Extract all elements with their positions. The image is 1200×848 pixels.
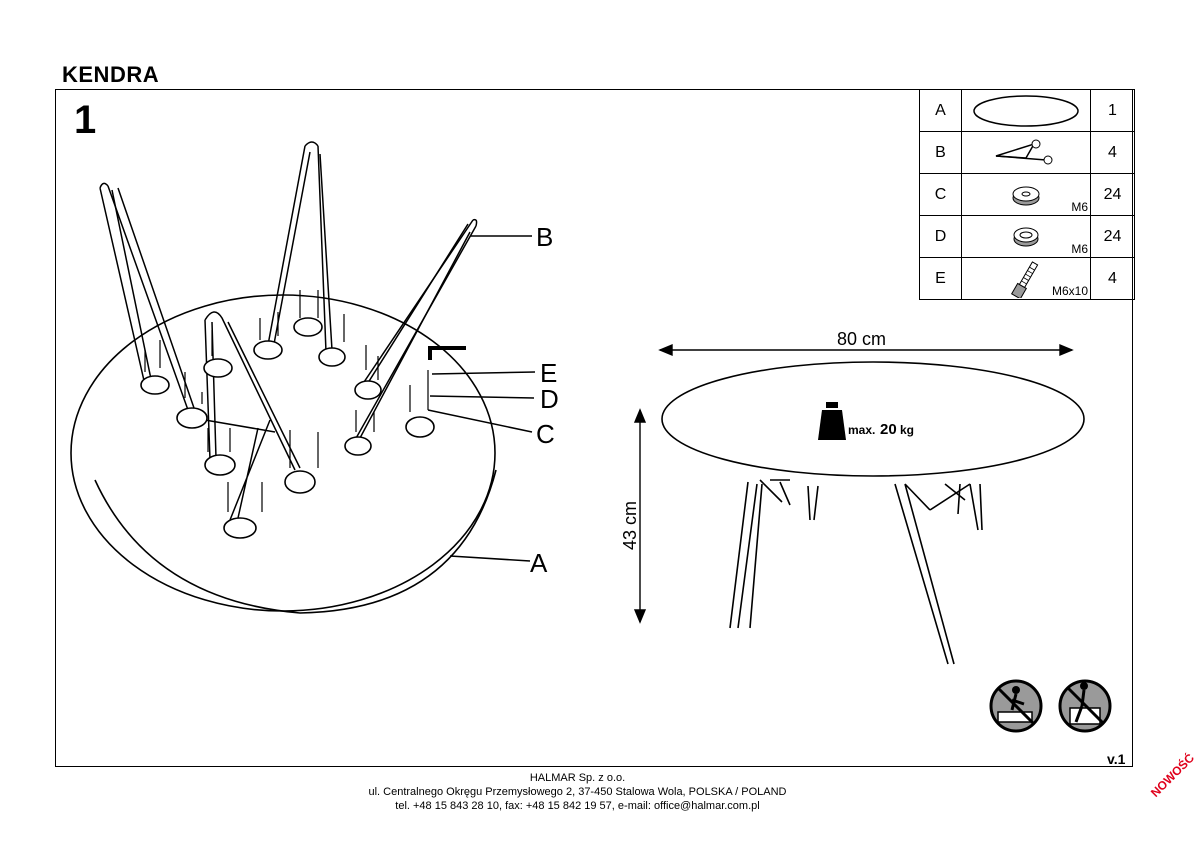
part-picture: M6x10: [961, 257, 1091, 300]
flat-washer-icon: [1012, 186, 1040, 205]
callout-d: D: [540, 384, 559, 414]
dimension-height-label: 43 cm: [620, 501, 640, 550]
parts-table: A 1 B 4 C M6 24 D: [919, 89, 1135, 300]
step-number: 1: [74, 98, 97, 142]
parts-row: C M6 24: [919, 173, 1135, 216]
weight-icon: [818, 402, 846, 440]
callout-a: A: [530, 548, 548, 578]
screw-stacks: [144, 290, 429, 512]
spring-washer-icon: [1013, 227, 1039, 246]
footer-address: ul. Centralnego Okręgu Przemysłowego 2, …: [368, 786, 787, 798]
callout-c: C: [536, 419, 555, 449]
max-load-value: 20: [880, 421, 897, 438]
product-title: KENDRA: [62, 62, 160, 87]
footer: HALMAR Sp. z o.o. ul. Centralnego Okręgu…: [0, 771, 1155, 813]
parts-row: A 1: [919, 89, 1135, 132]
part-label: B: [919, 131, 962, 174]
part-qty: 1: [1090, 89, 1135, 132]
parts-row: E M6x10 4: [919, 257, 1135, 300]
part-label: E: [919, 257, 962, 300]
max-load-unit: kg: [900, 423, 914, 437]
no-sitting-on-table-icon: [1058, 679, 1112, 733]
dimension-height: [633, 408, 647, 624]
part-qty: 4: [1090, 131, 1135, 174]
footer-contact: tel. +48 15 843 28 10, fax: +48 15 842 1…: [395, 800, 760, 812]
tabletop-icon: [973, 94, 1079, 127]
allen-key-illustration: [428, 346, 466, 360]
instruction-frame: [55, 89, 1133, 767]
footer-company: HALMAR Sp. z o.o.: [529, 772, 626, 784]
version-label: v.1: [1107, 751, 1126, 767]
leg-foot-plates: [140, 317, 435, 539]
leg-illustrations: [99, 141, 478, 521]
part-picture: [961, 131, 1091, 174]
part-size: M6: [1071, 200, 1088, 214]
callout-e: E: [540, 358, 557, 388]
leg-bracket-icon: [995, 139, 1053, 164]
dimension-width-label: 80 cm: [837, 329, 886, 349]
parts-row: B 4: [919, 131, 1135, 174]
max-load-prefix: max.: [848, 423, 875, 437]
callout-b: B: [536, 222, 553, 252]
part-qty: 4: [1090, 257, 1135, 300]
part-qty: 24: [1090, 173, 1135, 216]
assembled-table-illustration: [661, 361, 1085, 665]
no-standing-on-table-icon: [989, 679, 1043, 733]
dimension-width: [658, 343, 1074, 357]
part-label: A: [919, 89, 962, 132]
callout-leaders: [427, 235, 536, 562]
part-label: C: [919, 173, 962, 216]
part-size: M6x10: [1051, 284, 1088, 298]
part-picture: [961, 89, 1091, 132]
part-picture: M6: [961, 173, 1091, 216]
bolt-icon: [1010, 260, 1039, 298]
part-size: M6: [1071, 242, 1088, 256]
